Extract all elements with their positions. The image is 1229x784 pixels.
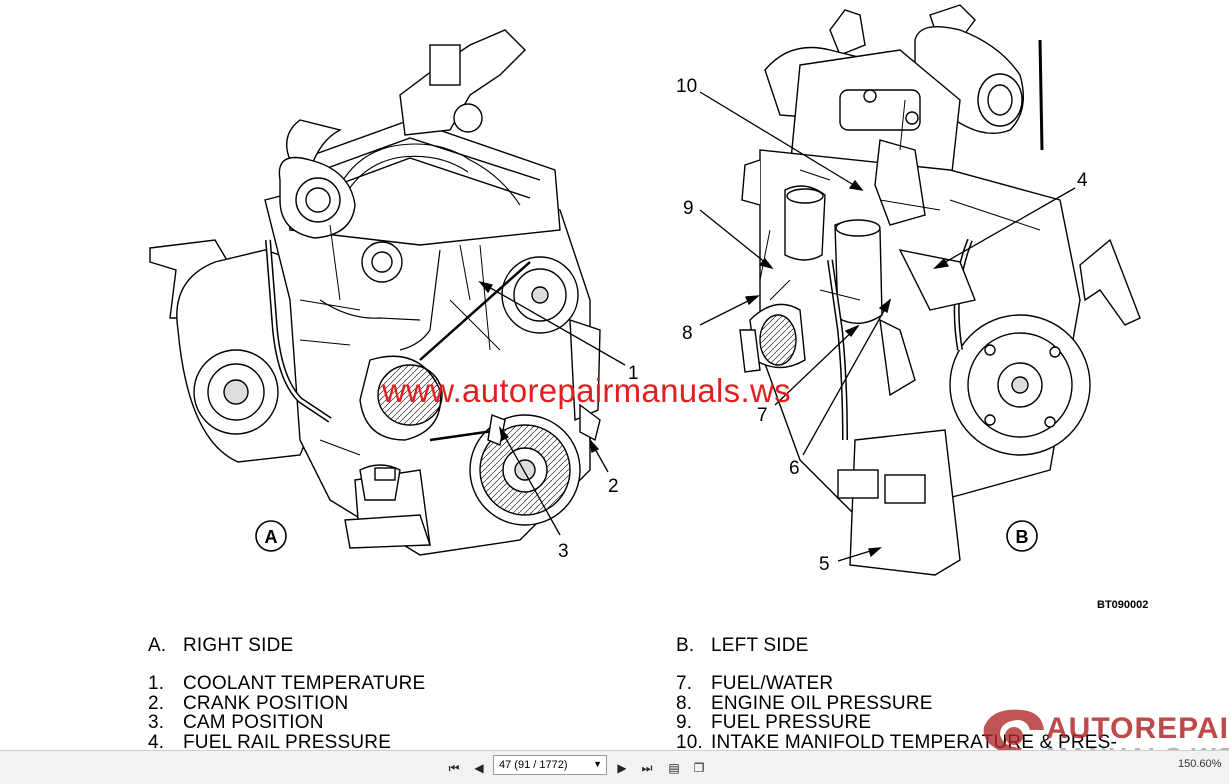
last-page-button[interactable]: ⏭	[638, 759, 656, 777]
callout-1: 1	[628, 363, 639, 384]
copy-button[interactable]: ❐	[690, 759, 708, 777]
page-indicator: 47 (91 / 1772)	[499, 759, 568, 771]
zoom-level[interactable]: 150.60%	[1178, 758, 1222, 770]
legend-item-num: 10.	[676, 732, 704, 750]
brand-logo-icon	[983, 709, 1044, 757]
chevron-down-icon: ▼	[593, 759, 602, 769]
engine-a-drawing	[149, 29, 601, 556]
callout-6: 6	[789, 458, 800, 479]
print-icon: ▤	[668, 761, 680, 775]
legend-a-label: RIGHT SIDE	[183, 635, 294, 656]
svg-text:A: A	[265, 527, 278, 547]
callout-2: 2	[608, 476, 619, 497]
engine-sensor-figure: 1 2 3 4 5 6 7 8 9 10 A B BT090002	[149, 4, 1148, 611]
legend-item-num: 7.	[676, 673, 693, 694]
legend-item-num: 8.	[676, 693, 693, 714]
view-label-b: B	[1006, 520, 1038, 552]
callout-3: 3	[558, 541, 569, 562]
svg-text:B: B	[1016, 527, 1029, 547]
legend-item-label: FUEL/WATER	[711, 673, 834, 694]
next-page-icon: ▶	[617, 761, 627, 775]
leader-lines-a	[478, 280, 626, 536]
callout-5: 5	[819, 554, 830, 575]
brand-text-line1: AUTOREPAIR	[1046, 712, 1229, 745]
callout-7: 7	[757, 405, 768, 426]
engine-b-drawing	[739, 4, 1141, 576]
legend-item-label: FUEL PRESSURE	[711, 712, 872, 733]
legend-item-num: 9.	[676, 712, 693, 733]
legend-a-num: A.	[148, 635, 167, 656]
last-page-icon: ⏭	[641, 760, 653, 775]
page-select[interactable]: 47 (91 / 1772) ▼	[493, 755, 607, 775]
callout-10: 10	[676, 76, 697, 97]
legend-b-label: LEFT SIDE	[711, 635, 809, 656]
next-page-button[interactable]: ▶	[613, 759, 631, 777]
first-page-button[interactable]: ⏮	[445, 759, 463, 777]
watermark-text: www.autorepairmanuals.ws	[382, 372, 791, 409]
first-page-icon: ⏮	[448, 760, 460, 775]
legend-item-num: 1.	[148, 673, 165, 694]
leader-lines-b	[699, 91, 1076, 562]
legend-item-num: 4.	[148, 732, 165, 750]
previous-page-icon: ◀	[474, 761, 484, 775]
document-page: 1 2 3 4 5 6 7 8 9 10 A B BT090002 www.au…	[148, 4, 1149, 750]
legend-item-label: CRANK POSITION	[183, 693, 349, 714]
legend-item-num: 3.	[148, 712, 165, 733]
previous-page-button[interactable]: ◀	[470, 759, 488, 777]
legend-item-label: FUEL RAIL PRESSURE	[183, 732, 392, 750]
view-label-a: A	[255, 520, 287, 552]
callout-8: 8	[682, 323, 693, 344]
viewer-toolbar: ⏮ ◀ ▶ ⏭ ▤ ❐	[0, 750, 1229, 784]
callout-9: 9	[683, 198, 694, 219]
legend-b-num: B.	[676, 635, 695, 656]
legend-item-label: CAM POSITION	[183, 712, 324, 733]
figure-code: BT090002	[1097, 599, 1148, 611]
legend-item-num: 2.	[148, 693, 165, 714]
legend-item-label: ENGINE OIL PRESSURE	[711, 693, 933, 714]
copy-icon: ❐	[693, 761, 705, 775]
legend-item-label: COOLANT TEMPERATURE	[183, 673, 426, 694]
callout-4: 4	[1077, 170, 1088, 191]
print-button[interactable]: ▤	[665, 759, 683, 777]
